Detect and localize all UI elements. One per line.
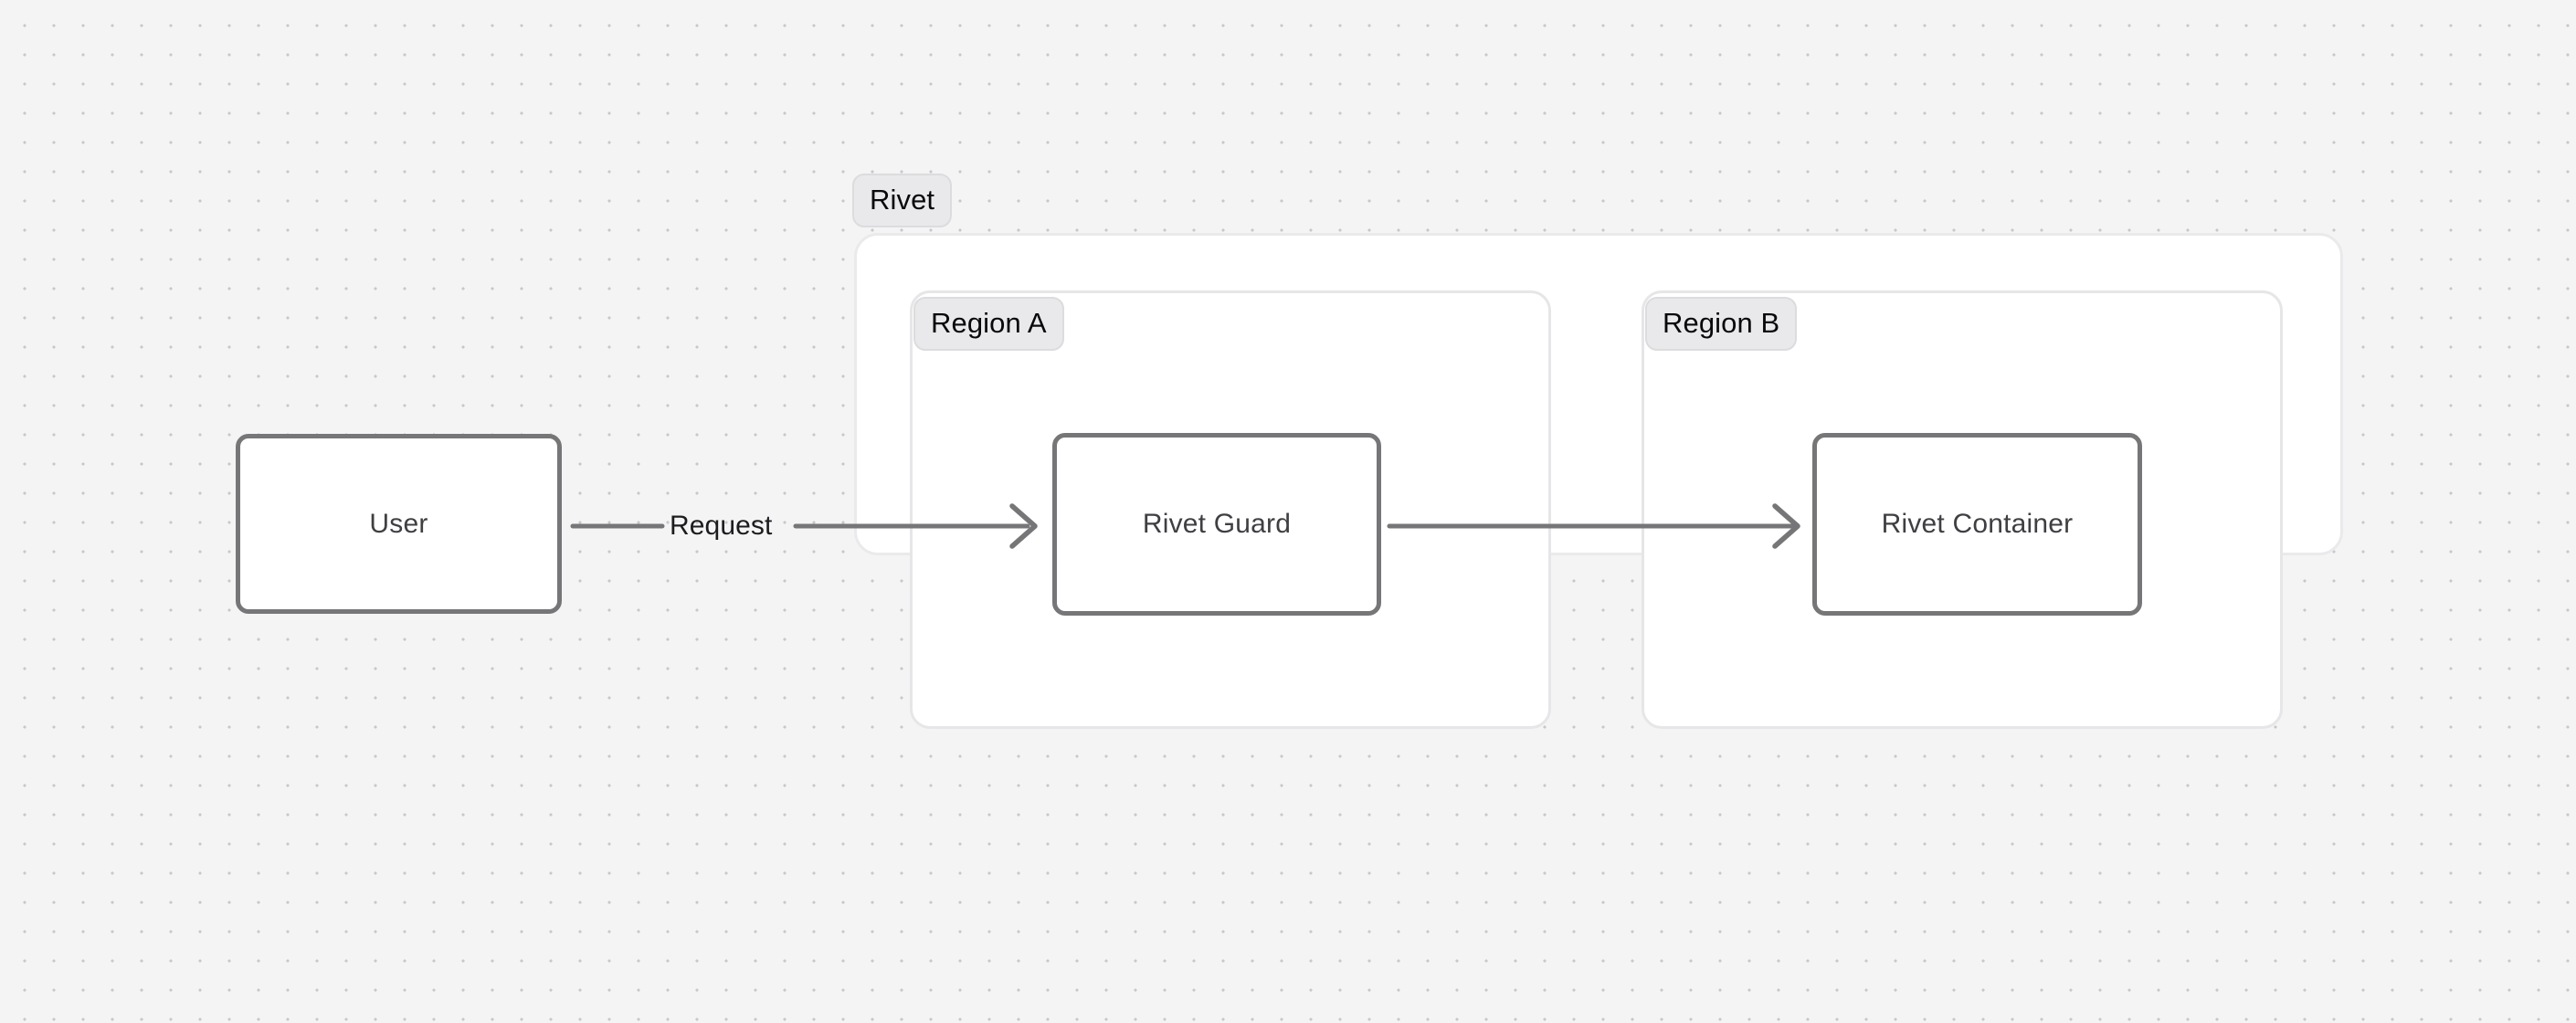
- node-rivet-guard-label: Rivet Guard: [1142, 509, 1292, 539]
- group-label-region-b: Region B: [1645, 297, 1798, 351]
- node-user-label: User: [369, 508, 428, 539]
- group-label-region-b-text: Region B: [1663, 307, 1780, 339]
- group-label-rivet: Rivet: [852, 174, 953, 227]
- node-rivet-container-label: Rivet Container: [1881, 509, 2074, 539]
- edge-label-request: Request: [670, 512, 772, 540]
- group-label-region-a: Region A: [913, 297, 1064, 351]
- node-rivet-guard[interactable]: Rivet Guard: [1052, 433, 1381, 616]
- group-label-rivet-text: Rivet: [870, 184, 935, 216]
- node-rivet-container[interactable]: Rivet Container: [1812, 433, 2142, 616]
- node-user[interactable]: User: [236, 434, 562, 614]
- edge-label-request-text: Request: [670, 511, 773, 541]
- group-label-region-a-text: Region A: [931, 307, 1047, 339]
